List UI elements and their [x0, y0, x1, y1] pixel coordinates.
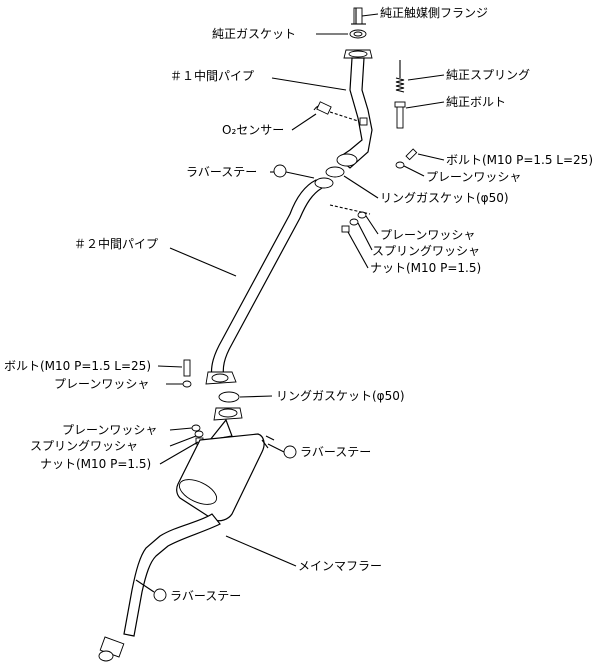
- mid-pipe-1: [336, 49, 373, 169]
- label-plain-washer-upper: プレーンワッシャ: [426, 170, 521, 184]
- main-muffler: [98, 407, 275, 662]
- label-mid-pipe-1: ＃１中間パイプ: [170, 68, 254, 83]
- ring-gasket-upper: [325, 166, 345, 178]
- o2-sensor: [313, 101, 359, 122]
- label-o2-sensor: O₂センサー: [222, 123, 284, 137]
- label-ring-gasket-lower: リングガスケット(φ50): [276, 389, 405, 403]
- stock-spring: [395, 60, 405, 93]
- label-main-muffler: メインマフラー: [298, 559, 382, 573]
- label-nut-upper: ナット(M10 P=1.5): [370, 261, 481, 275]
- leader-lines: [157, 13, 445, 567]
- label-cat-flange: 純正触媒側フランジ: [380, 6, 488, 20]
- rubber-stay-2: [267, 443, 297, 459]
- lower-fasteners: [182, 359, 204, 445]
- stock-gasket: [349, 29, 367, 39]
- label-plain-washer-lower-b: プレーンワッシャ: [62, 423, 157, 437]
- label-spring-washer-upper: スプリングワッシャ: [372, 244, 480, 258]
- label-spring-washer-lower: スプリングワッシャ: [30, 439, 138, 453]
- ring-gasket-lower: [218, 391, 240, 403]
- upper-fasteners: [329, 148, 418, 233]
- label-stock-gasket: 純正ガスケット: [212, 27, 296, 41]
- mid-pipe-2: [205, 177, 334, 385]
- rubber-stay-1: [273, 164, 315, 179]
- label-stock-bolt: 純正ボルト: [446, 95, 506, 109]
- label-rubber-stay-3: ラバーステー: [170, 589, 241, 603]
- label-bolt-lower: ボルト(M10 P=1.5 L=25): [4, 359, 151, 373]
- label-mid-pipe-2: ＃２中間パイプ: [74, 236, 158, 251]
- label-bolt-upper: ボルト(M10 P=1.5 L=25): [446, 153, 593, 167]
- label-plain-washer-upper-2: プレーンワッシャ: [380, 228, 475, 242]
- label-rubber-stay-1: ラバーステー: [186, 165, 257, 179]
- label-nut-lower: ナット(M10 P=1.5): [40, 457, 151, 471]
- label-plain-washer-lower-a: プレーンワッシャ: [54, 377, 149, 391]
- stock-bolt: [394, 101, 406, 129]
- label-rubber-stay-2: ラバーステー: [300, 445, 371, 459]
- label-stock-spring: 純正スプリング: [446, 68, 530, 82]
- label-ring-gasket-upper: リングガスケット(φ50): [380, 191, 509, 205]
- rubber-stay-3: [135, 579, 167, 602]
